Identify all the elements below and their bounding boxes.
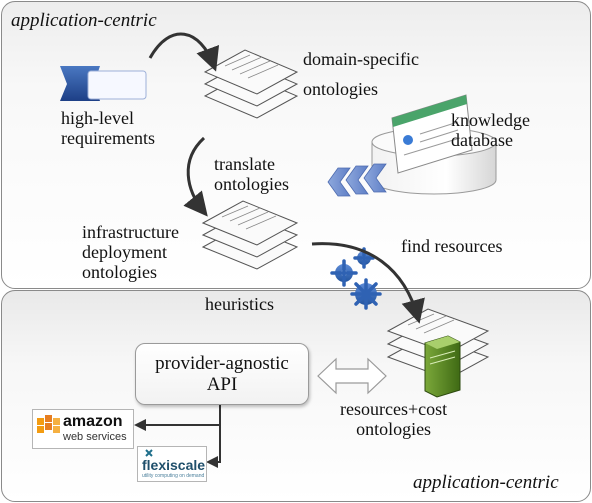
requirements-label: high-level requirements xyxy=(61,108,155,148)
flexiscale-name: flexiscale xyxy=(142,457,206,473)
api-line-1: provider-agnostic xyxy=(155,353,289,374)
domain-ontologies-line-2: ontologies xyxy=(303,79,378,99)
infrastructure-line-2: deployment xyxy=(82,242,167,262)
amazon-logo: amazon web services xyxy=(32,409,134,449)
knowledge-database-label: knowledge database xyxy=(451,110,530,150)
knowledge-database-line-2: database xyxy=(451,130,513,150)
arrow-translate xyxy=(183,136,208,217)
domain-documents-icon xyxy=(203,49,299,119)
domain-ontologies-line-1: domain-specific xyxy=(303,49,419,69)
bottom-panel-title: application-centric xyxy=(413,472,559,493)
amazon-name: amazon xyxy=(63,413,123,430)
server-icon xyxy=(424,335,461,398)
amazon-cubes-icon xyxy=(37,415,60,433)
double-arrow-icon xyxy=(317,357,387,395)
infrastructure-label: infrastructure deployment ontologies xyxy=(82,222,179,282)
browser-window-icon xyxy=(391,94,473,174)
knowledge-database-line-1: knowledge xyxy=(451,110,530,130)
amazon-sub: web services xyxy=(63,431,127,443)
requirements-flag-icon xyxy=(60,66,147,101)
domain-ontologies-label: domain-specific ontologies xyxy=(303,44,419,104)
resources-cost-line-1: resources+cost xyxy=(340,399,448,419)
arrow-find-resources xyxy=(311,242,425,324)
translate-label: translate ontologies xyxy=(214,154,289,194)
arrow-requirements-to-domain xyxy=(148,32,220,72)
infrastructure-line-1: infrastructure xyxy=(82,222,179,242)
gears-icon xyxy=(330,247,382,310)
api-line-2: API xyxy=(206,374,238,395)
infrastructure-line-3: ontologies xyxy=(82,262,157,282)
chevrons-icon xyxy=(327,163,387,197)
top-panel-title: application-centric xyxy=(11,10,157,31)
requirements-line-1: high-level xyxy=(61,108,134,128)
infrastructure-documents-icon xyxy=(201,200,299,270)
flexiscale-mark-icon xyxy=(145,449,153,457)
flexiscale-sub: utility computing on demand xyxy=(142,473,205,479)
api-box: provider-agnostic API xyxy=(135,343,309,405)
resources-cost-line-2: ontologies xyxy=(356,419,432,439)
heuristics-label: heuristics xyxy=(205,294,274,314)
translate-line-2: ontologies xyxy=(214,174,289,194)
flexiscale-logo: flexiscale utility computing on demand xyxy=(137,446,207,482)
translate-line-1: translate xyxy=(214,154,275,174)
find-resources-label: find resources xyxy=(401,236,503,256)
provider-connectors xyxy=(134,404,221,468)
requirements-line-2: requirements xyxy=(61,128,155,148)
resources-cost-label: resources+cost ontologies xyxy=(340,399,447,439)
